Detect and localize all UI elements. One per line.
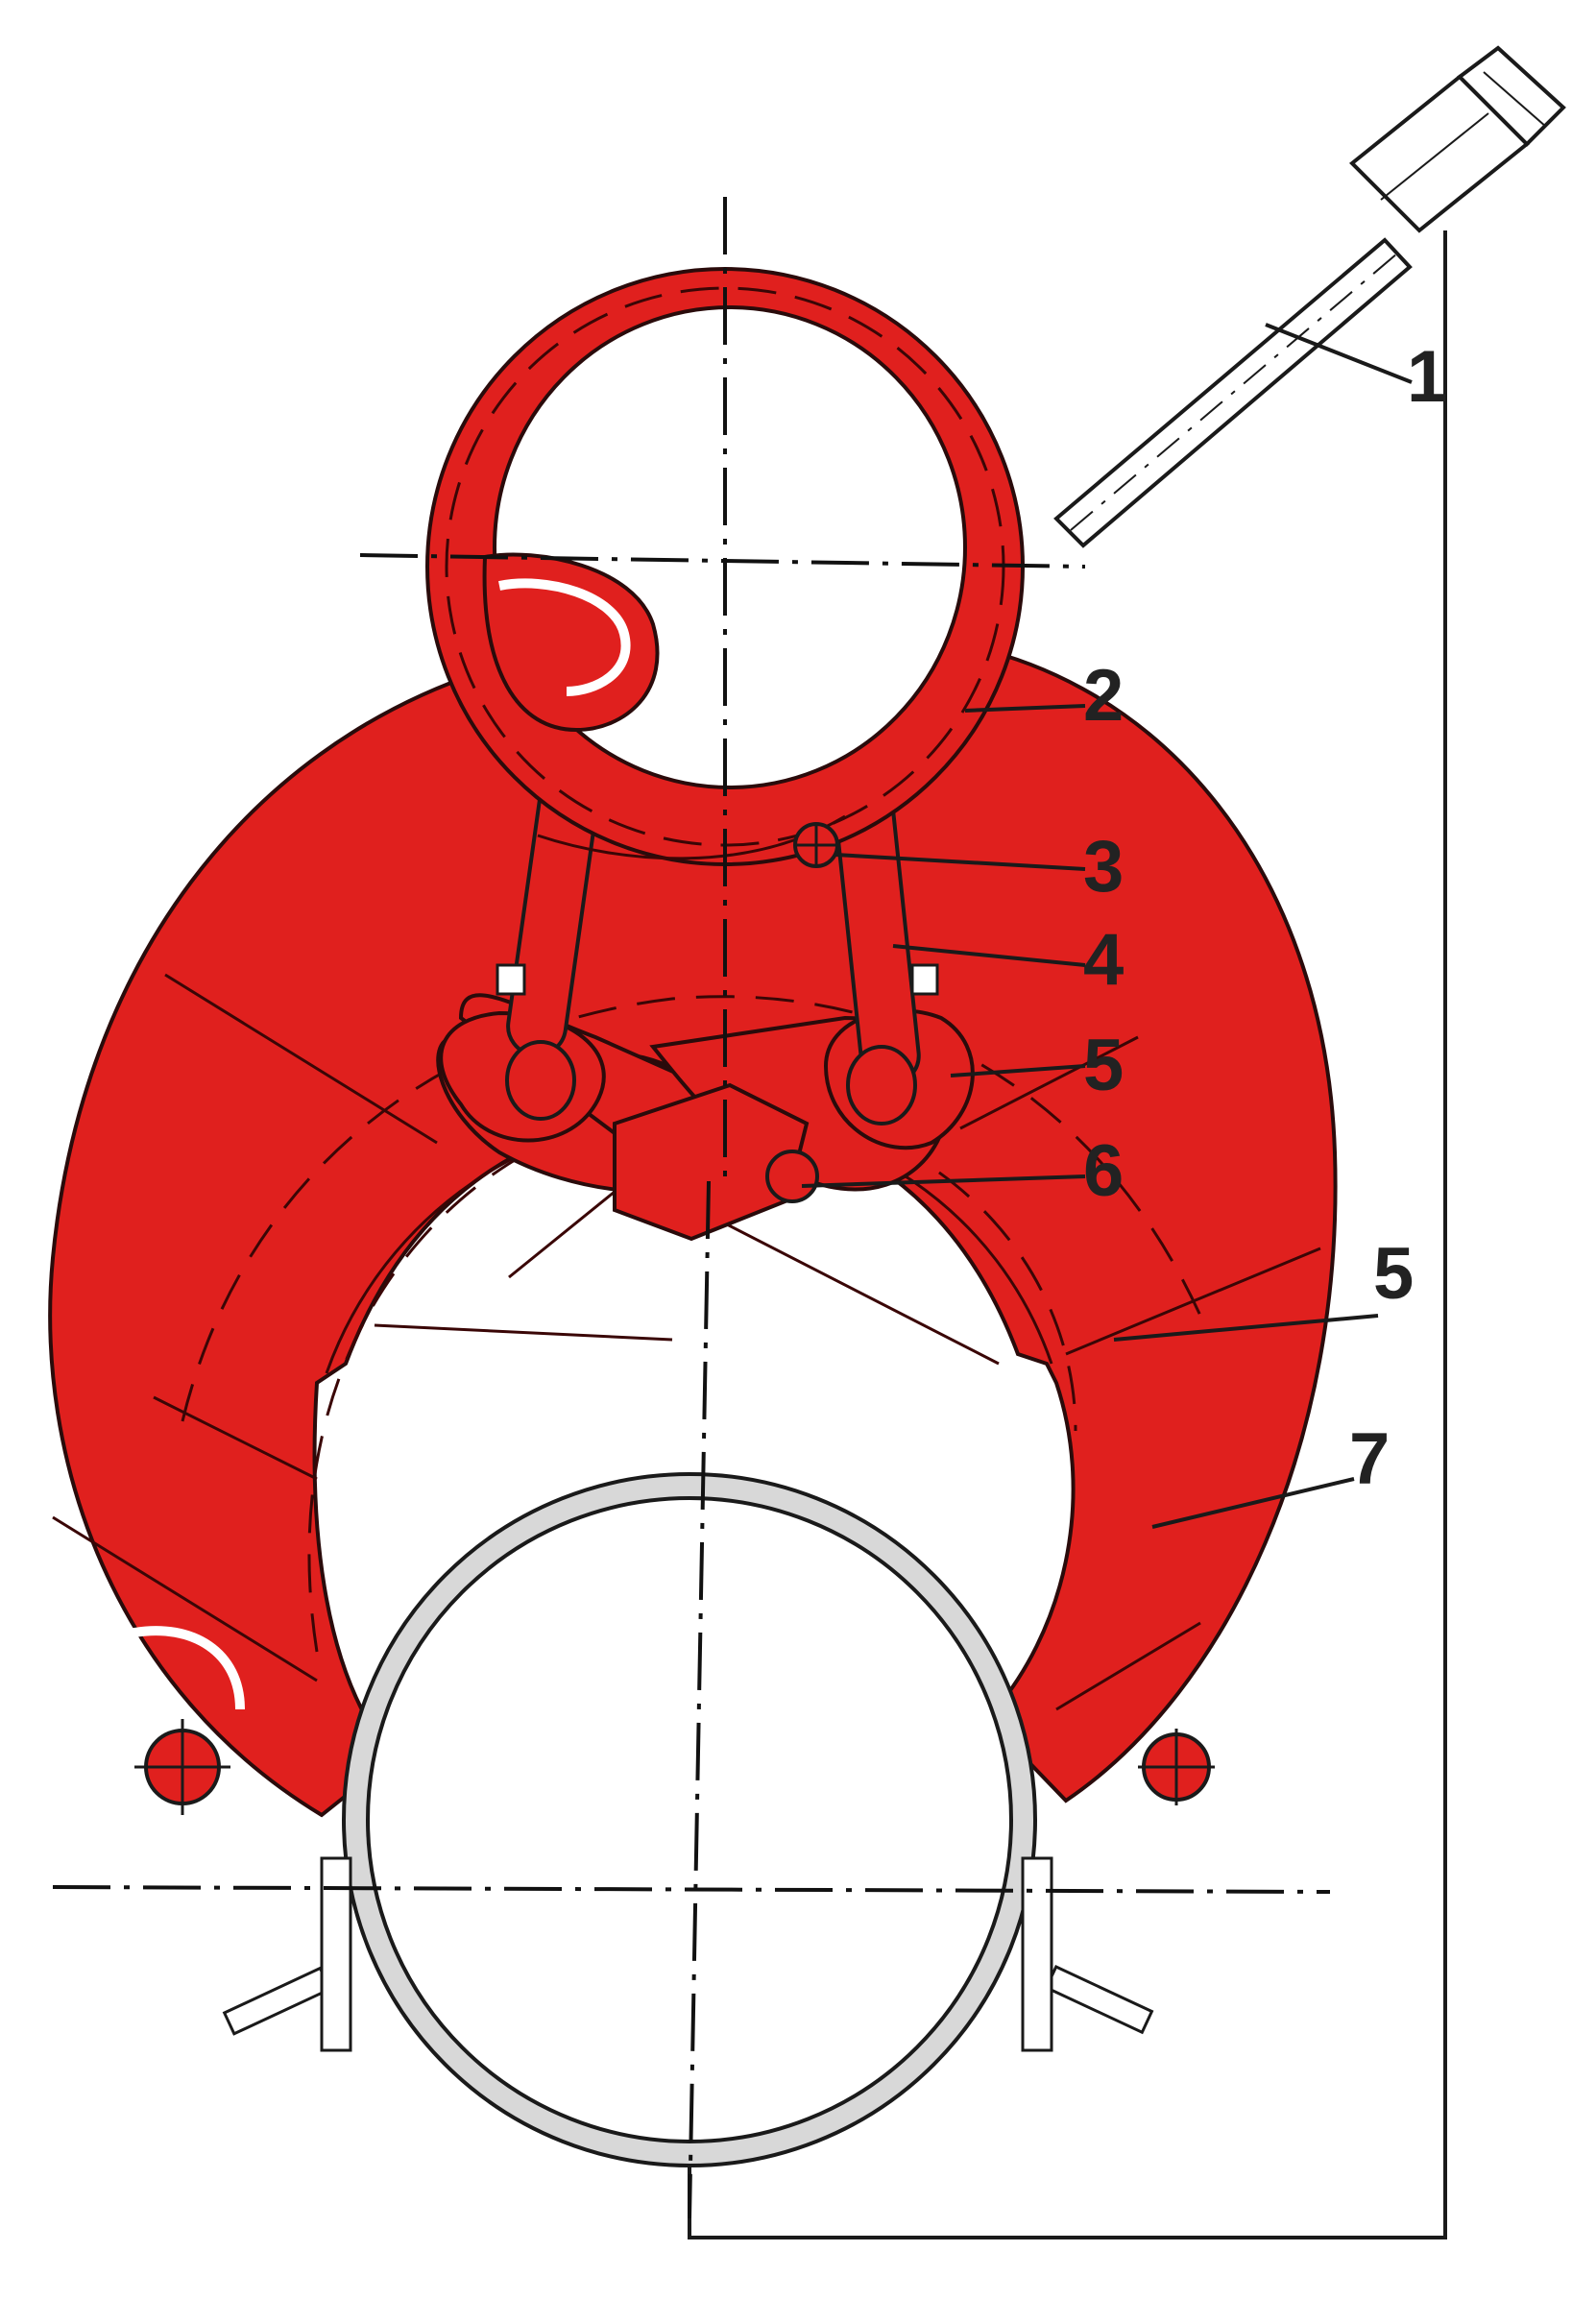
callout-5-jaw: 5 bbox=[1373, 1233, 1414, 1315]
callout-3: 3 bbox=[1083, 826, 1124, 908]
right-bolt bbox=[1138, 1629, 1275, 1805]
pipe bbox=[320, 1472, 1053, 2167]
callouts: 1 2 3 4 5 6 5 7 bbox=[1083, 336, 1447, 1500]
left-bolt bbox=[92, 1626, 245, 1815]
center-lines bbox=[52, 197, 1331, 2219]
callout-6: 6 bbox=[1083, 1130, 1124, 1212]
callout-1: 1 bbox=[1407, 336, 1447, 418]
ring-pin bbox=[793, 822, 839, 868]
callout-4: 4 bbox=[1083, 919, 1124, 1001]
rod bbox=[1053, 45, 1566, 548]
callout-7: 7 bbox=[1349, 1418, 1390, 1500]
callout-leaders bbox=[801, 323, 1413, 1529]
callout-2: 2 bbox=[1083, 655, 1124, 737]
callout-5-ear: 5 bbox=[1083, 1025, 1124, 1106]
right-link bbox=[823, 718, 975, 1150]
